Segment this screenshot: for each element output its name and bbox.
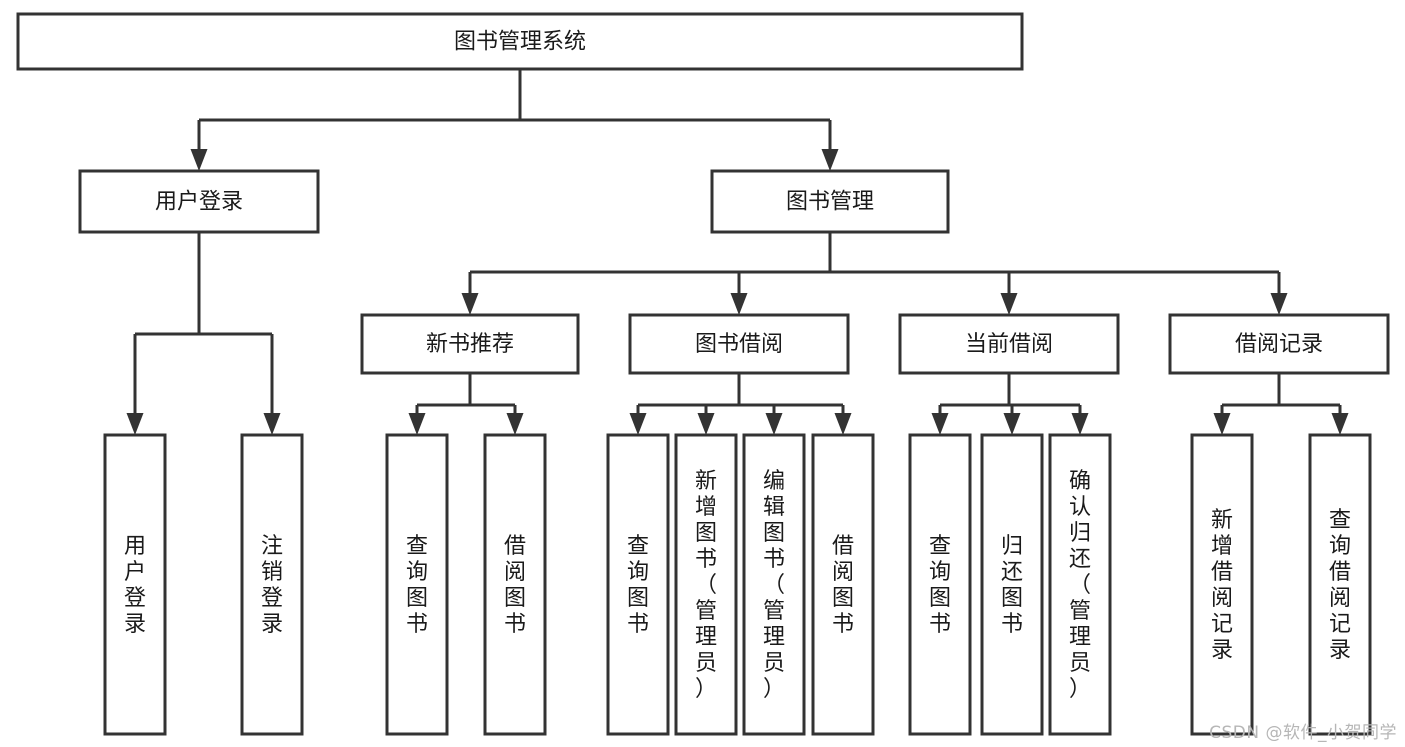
node-leaf-query-book-1[interactable]: 查询图书 bbox=[385, 433, 449, 736]
node-label: 注销登录 bbox=[261, 534, 283, 637]
arrow-head-icon bbox=[506, 413, 524, 435]
arrow-head-icon bbox=[1000, 293, 1018, 315]
arrow-head-icon bbox=[1071, 413, 1089, 435]
node-label: 当前借阅 bbox=[965, 332, 1053, 357]
node-box[interactable] bbox=[1168, 313, 1390, 375]
arrow-head-icon bbox=[263, 413, 281, 435]
node-leaf-add-record[interactable]: 新增借阅记录 bbox=[1190, 433, 1254, 736]
connector-group bbox=[461, 232, 1288, 315]
node-label: 图书借阅 bbox=[695, 332, 783, 357]
node-leaf-return-book[interactable]: 归还图书 bbox=[980, 433, 1044, 736]
node-label: 查询图书 bbox=[627, 534, 649, 637]
node-box[interactable] bbox=[674, 433, 738, 736]
connector-group bbox=[1213, 373, 1349, 435]
node-box[interactable] bbox=[78, 169, 320, 234]
node-box[interactable] bbox=[606, 433, 670, 736]
node-leaf-borrow-book-1[interactable]: 借阅图书 bbox=[483, 433, 547, 736]
connector-group bbox=[408, 373, 524, 435]
connector-group bbox=[190, 69, 839, 171]
node-box[interactable] bbox=[385, 433, 449, 736]
node-box[interactable] bbox=[742, 433, 806, 736]
node-leaf-user-login[interactable]: 用户登录 bbox=[103, 433, 167, 736]
node-leaf-borrow-book-2[interactable]: 借阅图书 bbox=[811, 433, 875, 736]
arrow-head-icon bbox=[408, 413, 426, 435]
node-label: 用户登录 bbox=[155, 190, 243, 215]
arrow-head-icon bbox=[190, 149, 208, 171]
node-label: 查询图书 bbox=[929, 534, 951, 637]
arrow-head-icon bbox=[1270, 293, 1288, 315]
node-label: 编辑图书（管理员） bbox=[763, 469, 785, 702]
arrow-head-icon bbox=[629, 413, 647, 435]
node-book-manage[interactable]: 图书管理 bbox=[710, 169, 950, 234]
node-box[interactable] bbox=[16, 12, 1024, 71]
node-label: 新增图书（管理员） bbox=[695, 469, 717, 702]
node-box[interactable] bbox=[908, 433, 972, 736]
node-borrow-record[interactable]: 借阅记录 bbox=[1168, 313, 1390, 375]
node-box[interactable] bbox=[898, 313, 1120, 375]
node-book-borrow[interactable]: 图书借阅 bbox=[628, 313, 850, 375]
arrow-head-icon bbox=[765, 413, 783, 435]
node-label: 借阅图书 bbox=[504, 534, 526, 637]
node-box[interactable] bbox=[103, 433, 167, 736]
arrow-head-icon bbox=[730, 293, 748, 315]
arrow-head-icon bbox=[461, 293, 479, 315]
node-box[interactable] bbox=[710, 169, 950, 234]
node-current-borrow[interactable]: 当前借阅 bbox=[898, 313, 1120, 375]
connector-group bbox=[931, 373, 1089, 435]
nodes-layer: 图书管理系统用户登录图书管理新书推荐图书借阅当前借阅借阅记录用户登录注销登录查询… bbox=[16, 12, 1390, 736]
arrow-head-icon bbox=[821, 149, 839, 171]
node-box[interactable] bbox=[628, 313, 850, 375]
node-leaf-query-record[interactable]: 查询借阅记录 bbox=[1308, 433, 1372, 736]
node-box[interactable] bbox=[483, 433, 547, 736]
connector-group bbox=[629, 373, 852, 435]
node-box[interactable] bbox=[980, 433, 1044, 736]
node-label: 借阅图书 bbox=[832, 534, 854, 637]
node-user-login[interactable]: 用户登录 bbox=[78, 169, 320, 234]
node-label: 确认归还（管理员） bbox=[1069, 469, 1091, 702]
node-label: 图书管理 bbox=[786, 190, 874, 215]
arrow-head-icon bbox=[697, 413, 715, 435]
node-label: 查询图书 bbox=[406, 534, 428, 637]
node-label: 新书推荐 bbox=[426, 332, 514, 357]
node-label: 用户登录 bbox=[124, 534, 146, 637]
connector-group bbox=[126, 232, 281, 435]
csdn-watermark: CSDN @软件_小贺同学 bbox=[1209, 723, 1397, 743]
arrow-head-icon bbox=[126, 413, 144, 435]
node-label: 借阅记录 bbox=[1235, 332, 1323, 357]
node-box[interactable] bbox=[360, 313, 580, 375]
connectors-layer bbox=[126, 69, 1349, 435]
node-leaf-confirm-return[interactable]: 确认归还（管理员） bbox=[1048, 433, 1112, 736]
node-leaf-logout[interactable]: 注销登录 bbox=[240, 433, 304, 736]
arrow-head-icon bbox=[1331, 413, 1349, 435]
node-box[interactable] bbox=[1190, 433, 1254, 736]
node-leaf-query-book-3[interactable]: 查询图书 bbox=[908, 433, 972, 736]
node-box[interactable] bbox=[1048, 433, 1112, 736]
node-label: 新增借阅记录 bbox=[1211, 508, 1233, 663]
arrow-head-icon bbox=[834, 413, 852, 435]
node-leaf-query-book-2[interactable]: 查询图书 bbox=[606, 433, 670, 736]
node-box[interactable] bbox=[1308, 433, 1372, 736]
node-leaf-edit-book[interactable]: 编辑图书（管理员） bbox=[742, 433, 806, 736]
node-root[interactable]: 图书管理系统 bbox=[16, 12, 1024, 71]
node-label: 图书管理系统 bbox=[454, 30, 586, 55]
node-label: 查询借阅记录 bbox=[1329, 508, 1351, 663]
node-new-book-recommend[interactable]: 新书推荐 bbox=[360, 313, 580, 375]
node-box[interactable] bbox=[240, 433, 304, 736]
node-leaf-add-book[interactable]: 新增图书（管理员） bbox=[674, 433, 738, 736]
node-box[interactable] bbox=[811, 433, 875, 736]
node-label: 归还图书 bbox=[1001, 534, 1023, 637]
arrow-head-icon bbox=[931, 413, 949, 435]
arrow-head-icon bbox=[1003, 413, 1021, 435]
arrow-head-icon bbox=[1213, 413, 1231, 435]
